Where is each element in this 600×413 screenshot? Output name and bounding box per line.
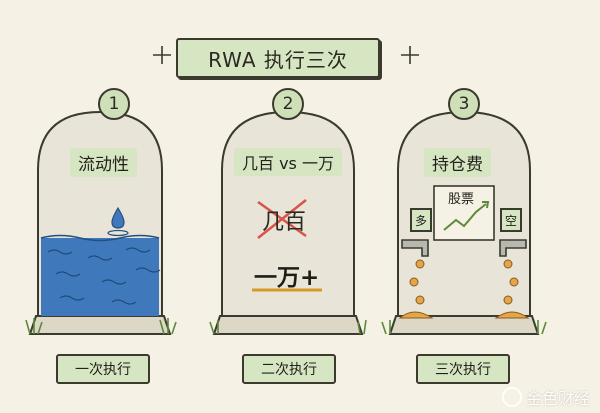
step-number-1: 1 (98, 88, 130, 120)
cross-out-icon (257, 199, 307, 239)
new-value-text: 一万+ (254, 265, 320, 291)
water-drop-icon (107, 206, 129, 237)
short-tag: 空 (500, 208, 522, 232)
bottom-label-1: 一次执行 (56, 354, 150, 384)
stone-label-comparison: 几百 vs 一万 (234, 148, 342, 176)
tombstone-1 (28, 110, 172, 335)
stone-label-holding-fee: 持仓费 (424, 148, 491, 177)
grass-icon (25, 318, 547, 335)
stone-label-liquidity: 流动性 (70, 148, 137, 177)
coin-icon (409, 259, 519, 305)
bottom-label-2: 二次执行 (242, 354, 336, 384)
watermark: 金色财经 (501, 385, 590, 409)
sparkle-icon (153, 46, 419, 64)
page-title: RWA 执行三次 (176, 38, 380, 78)
pipe-icon (401, 239, 527, 257)
long-tag: 多 (410, 208, 432, 232)
step-number-2: 2 (272, 88, 304, 120)
watermark-logo-icon (501, 387, 522, 407)
watermark-text: 金色财经 (525, 389, 590, 408)
old-value-text: 几百 (262, 210, 307, 235)
stock-label: 股票 (448, 192, 475, 207)
bottom-label-3: 三次执行 (416, 354, 510, 384)
step-number-3: 3 (448, 88, 480, 120)
stock-chart-icon (443, 203, 487, 231)
stock-card (433, 185, 495, 241)
